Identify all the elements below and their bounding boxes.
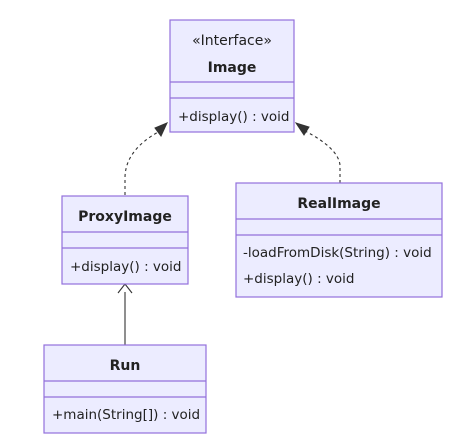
class-name: Image	[208, 60, 257, 76]
class-run[interactable]: Run +main(String[]) : void	[43, 344, 207, 434]
class-method: +display() : void	[243, 271, 354, 287]
association-arrowhead	[117, 283, 133, 294]
realization-realimage-to-image	[294, 122, 341, 183]
realization-line	[304, 130, 341, 183]
class-image[interactable]: «Interface» Image +display() : void	[169, 19, 295, 133]
class-method: +display() : void	[178, 109, 289, 125]
association-run-to-proxyimage	[117, 283, 133, 345]
class-name: RealImage	[297, 196, 380, 212]
realization-line	[124, 130, 161, 195]
class-stereotype: «Interface»	[192, 33, 272, 49]
class-method: +display() : void	[70, 259, 181, 275]
realization-proxyimage-to-image	[124, 122, 168, 195]
class-method: -loadFromDisk(String) : void	[243, 245, 432, 261]
class-realimage[interactable]: RealImage -loadFromDisk(String) : void +…	[235, 182, 443, 298]
class-proxyimage[interactable]: ProxyImage +display() : void	[61, 195, 189, 285]
class-name: Run	[110, 358, 141, 374]
class-name: ProxyImage	[78, 209, 172, 225]
realization-arrowhead	[154, 122, 168, 137]
class-method: +main(String[]) : void	[52, 407, 200, 423]
realization-arrowhead	[294, 122, 310, 136]
